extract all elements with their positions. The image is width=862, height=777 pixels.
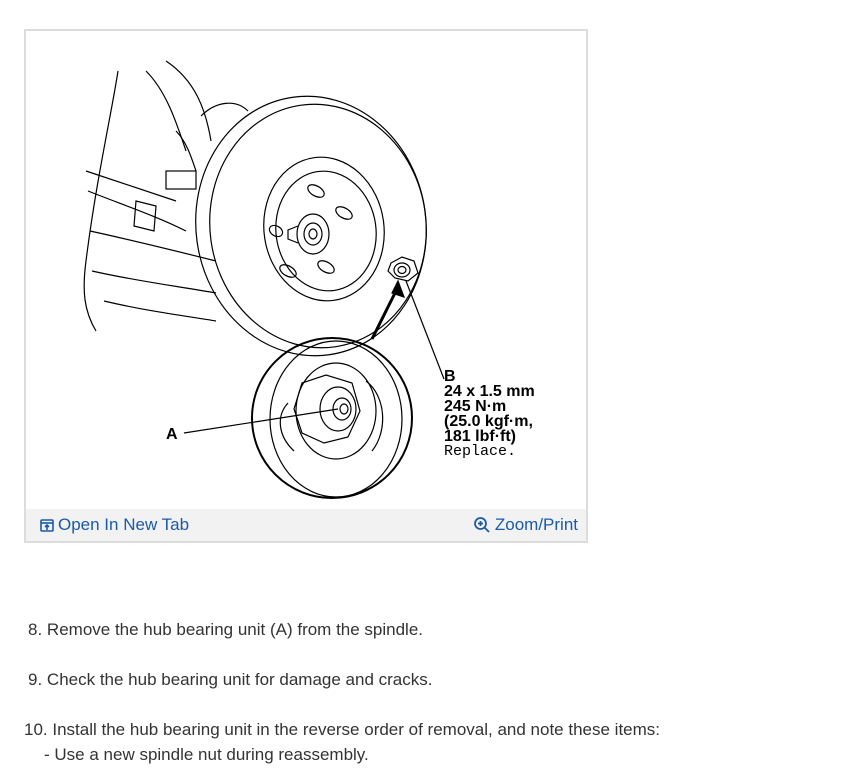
callout-b-torque-lbf: 181 lbf·ft) bbox=[444, 428, 516, 445]
step-number: 8. bbox=[28, 620, 43, 639]
step-10: 10. Install the hub bearing unit in the … bbox=[24, 720, 660, 740]
callout-b-note: Replace. bbox=[444, 443, 517, 460]
callout-a-label: A bbox=[166, 426, 178, 443]
zoom-print-label: Zoom/Print bbox=[494, 515, 578, 534]
open-in-new-tab-label: Open In New Tab bbox=[58, 515, 190, 534]
open-in-new-tab-link[interactable]: Open In New Tab bbox=[40, 515, 189, 535]
step-number: 10. bbox=[24, 720, 48, 739]
open-new-tab-icon bbox=[40, 519, 54, 532]
zoom-print-link[interactable]: Zoom/Print bbox=[473, 515, 578, 535]
callout-b-block: B 24 x 1.5 mm 245 N·m (25.0 kgf·m, 181 l… bbox=[444, 368, 535, 460]
figure-toolbar: Open In New Tab Zoom/Print bbox=[26, 509, 586, 541]
figure-card: A B 24 x 1.5 mm 245 N·m (25.0 kgf·m, 181… bbox=[24, 29, 588, 543]
step-8: 8. Remove the hub bearing unit (A) from … bbox=[28, 620, 423, 640]
step-9: 9. Check the hub bearing unit for damage… bbox=[28, 670, 433, 690]
step-number: 9. bbox=[28, 670, 43, 689]
callout-b-torque: 245 N·m bbox=[444, 398, 507, 415]
substep-bullet: - bbox=[44, 745, 50, 764]
hub-bearing-diagram bbox=[83, 60, 445, 499]
callout-b-size: 24 x 1.5 mm bbox=[444, 383, 535, 400]
substep-new-spindle-nut: - Use a new spindle nut during reassembl… bbox=[44, 745, 369, 765]
step-text: Remove the hub bearing unit (A) from the… bbox=[46, 620, 424, 639]
callout-b-letter: B bbox=[444, 368, 456, 385]
step-text: Check the hub bearing unit for damage an… bbox=[46, 670, 433, 689]
callout-b-torque-kgf: (25.0 kgf·m, bbox=[444, 413, 533, 430]
zoom-in-icon bbox=[473, 517, 490, 533]
step-text: Install the hub bearing unit in the reve… bbox=[52, 720, 661, 739]
substep-text: Use a new spindle nut during reassembly. bbox=[54, 745, 369, 764]
